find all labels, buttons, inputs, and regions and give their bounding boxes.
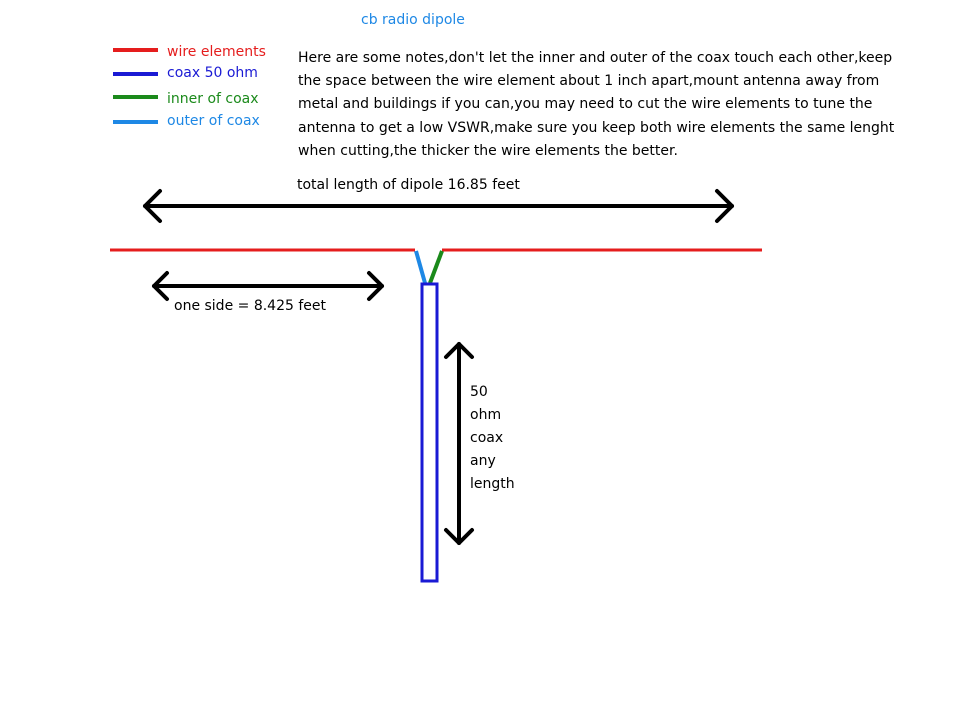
coax-label-line: ohm [470,407,502,423]
inner-of-coax-lead [428,250,444,284]
notes-line: antenna to get a low VSWR,make sure you … [298,119,895,136]
coax-length-label: 50 ohm coax any length [470,381,515,496]
one-side-label: one side = 8.425 feet [174,298,326,314]
legend-label-wire: wire elements [167,44,266,60]
total-length-arrow [143,189,734,223]
notes-line: metal and buildings if you can,you may n… [298,96,873,113]
outer-of-coax-lead [414,250,427,284]
legend-label-inner: inner of coax [167,91,259,107]
coax-length-arrow [444,342,474,545]
coax-label-line: length [470,476,515,492]
coax-label-line: 50 [470,384,488,400]
notes-line: the space between the wire element about… [298,73,880,90]
coax-label-line: coax [470,430,504,446]
one-side-arrow [152,271,384,301]
coax-label-line: any [470,453,496,469]
notes-line: Here are some notes,don't let the inner … [298,50,893,66]
diagram-title: cb radio dipole [361,12,465,28]
legend-label-coax: coax 50 ohm [167,65,258,81]
total-length-label: total length of dipole 16.85 feet [297,177,520,193]
coax-feedline [420,282,439,583]
legend-label-outer: outer of coax [167,113,260,129]
notes-line: when cutting,the thicker the wire elemen… [298,142,678,159]
notes-paragraph: Here are some notes,don't let the inner … [298,47,918,163]
